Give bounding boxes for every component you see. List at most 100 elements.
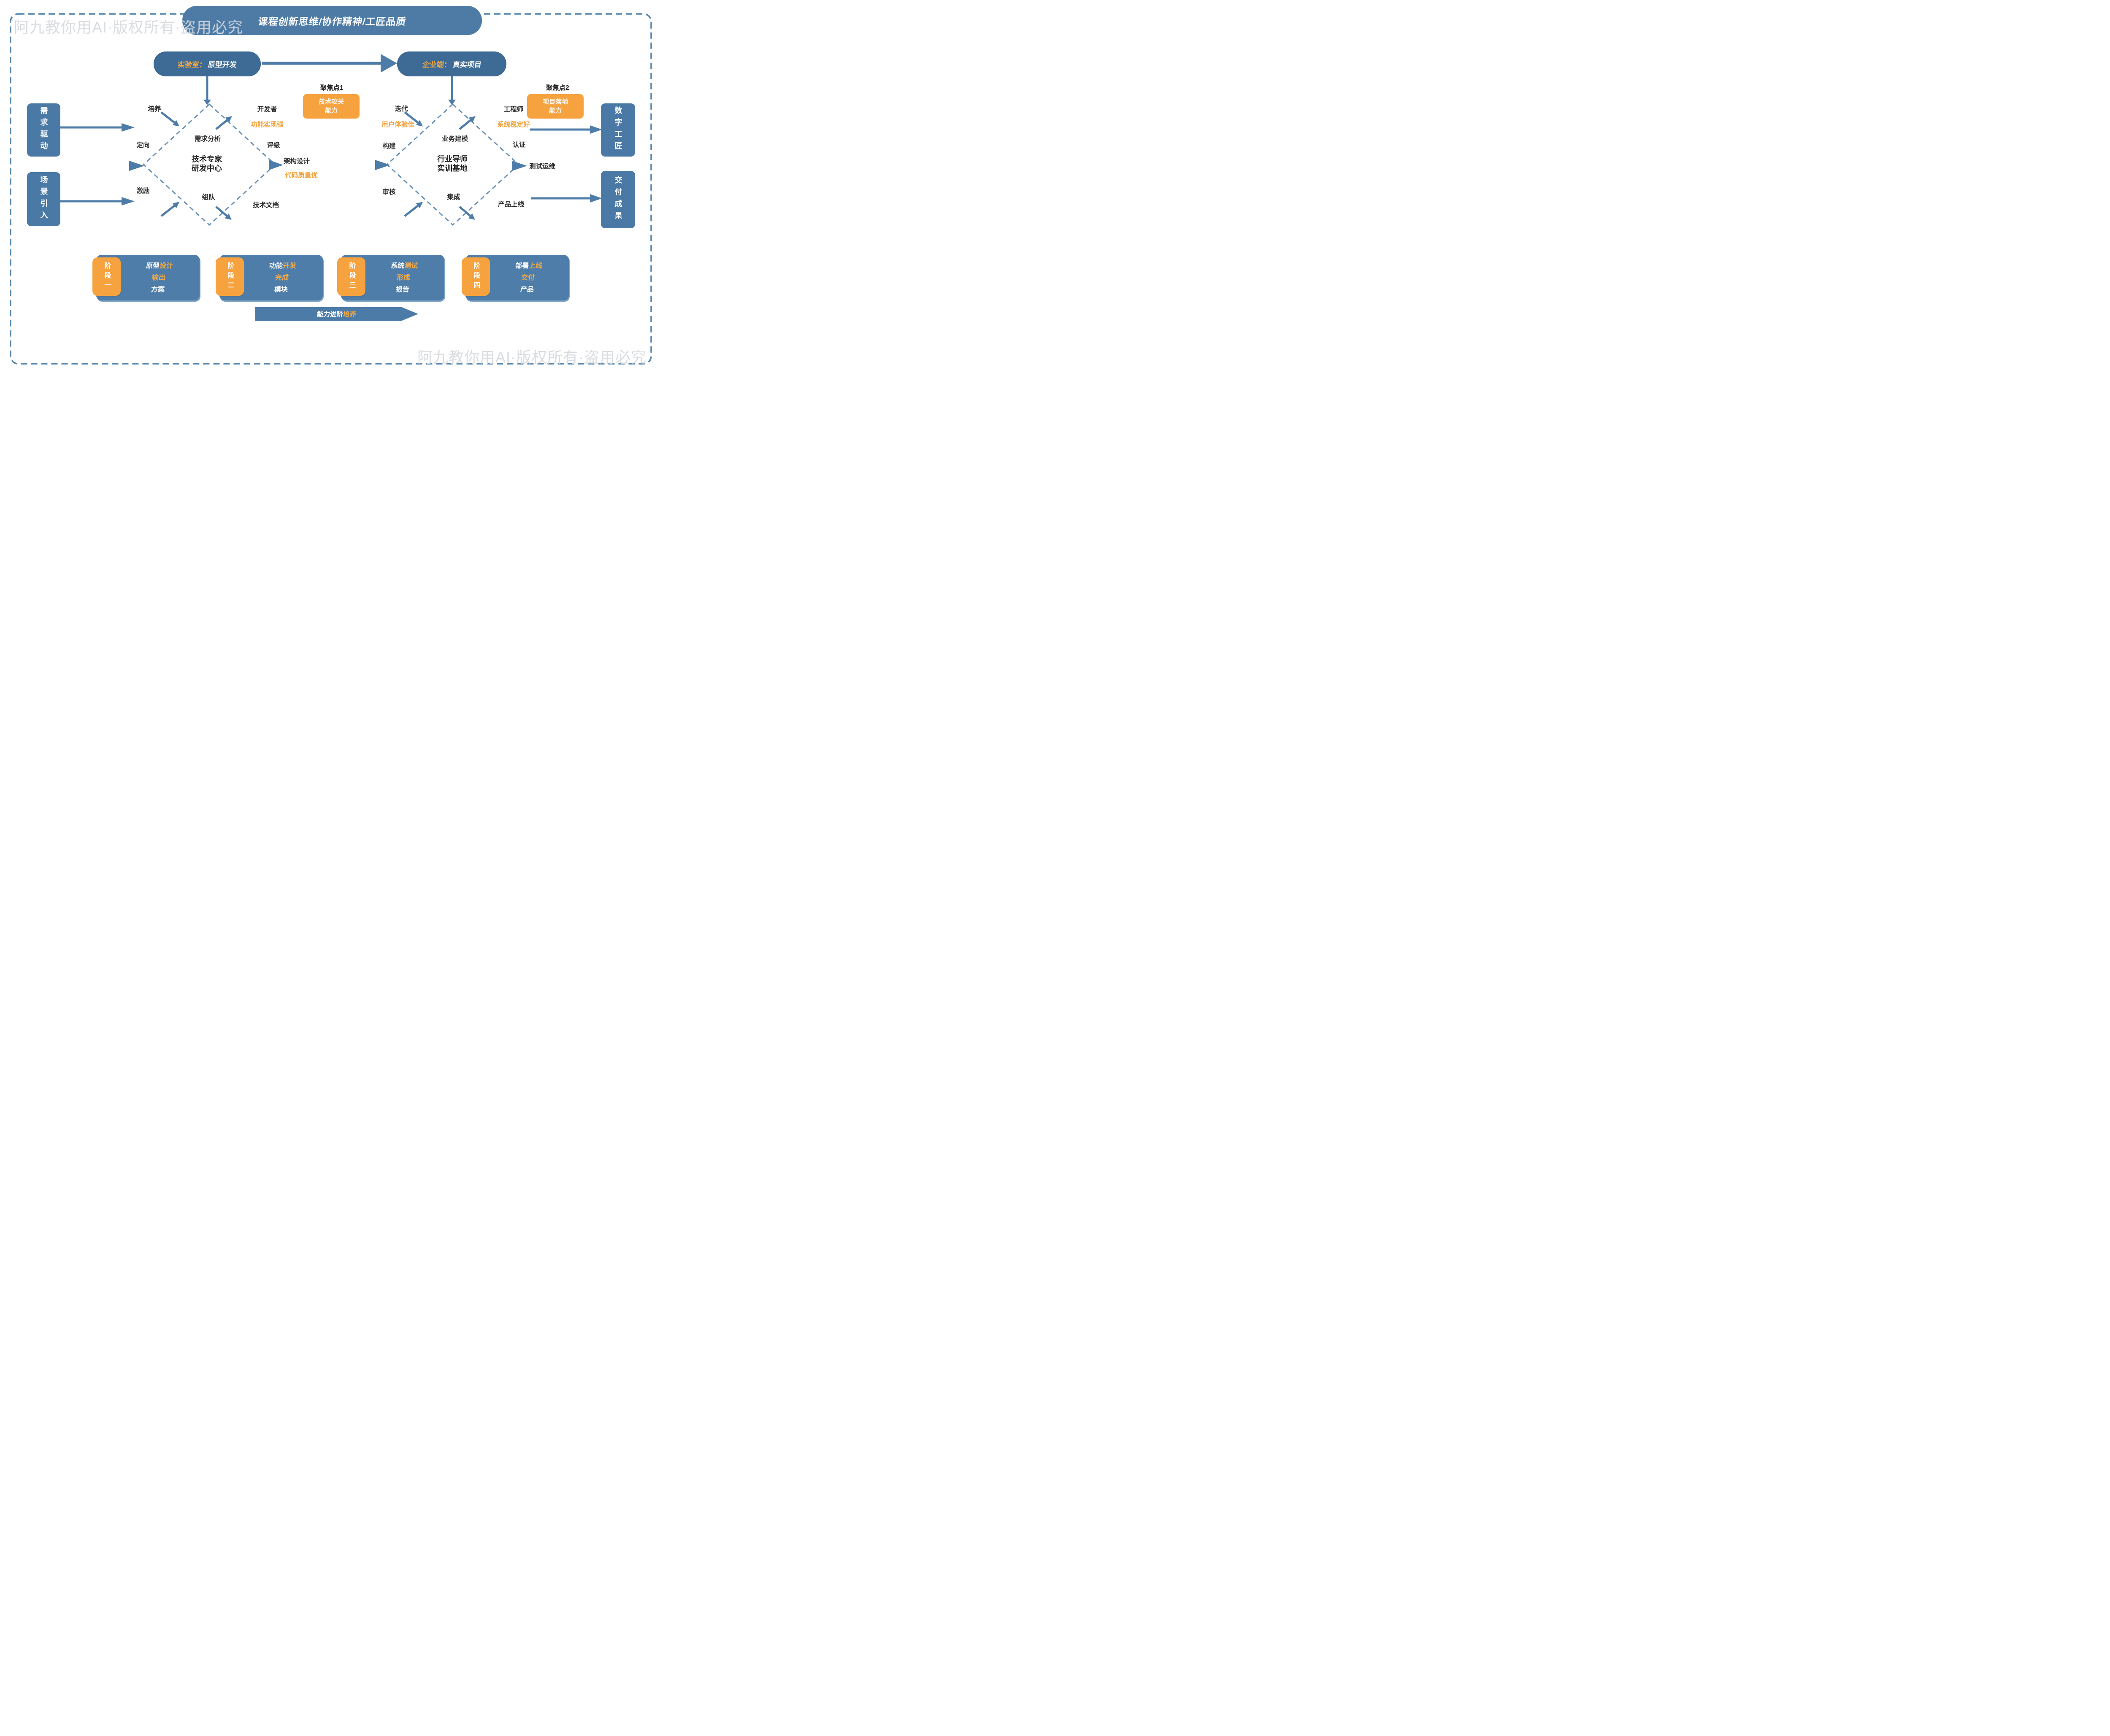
iterate-in-arrow	[404, 111, 423, 127]
label-integration: 集成	[447, 194, 460, 201]
stage1-line3: 方案	[151, 286, 165, 293]
scene-box: 场景引入	[27, 172, 60, 226]
diagram-canvas: 课程创新思维/协作精神/工匠品质 阿九教你用AI·版权所有·盗用必究 阿九教你用…	[0, 0, 662, 378]
techdoc-out-arrow	[215, 206, 232, 220]
stage1-line2: 输出	[151, 274, 166, 281]
left-diamond-core: 技术专家 研发中心	[192, 154, 222, 173]
stage4-line1-orange: 上线	[528, 262, 543, 270]
to-artisan-arrowhead	[590, 125, 602, 134]
label-orient: 定向	[136, 142, 150, 149]
focus2-line2: 能力	[549, 107, 562, 114]
label-certification: 认证	[512, 141, 526, 149]
label-developer: 开发者	[257, 106, 277, 113]
incentive-in-arrow	[160, 202, 180, 217]
left-diamond-entry-arrowhead	[129, 161, 144, 171]
label-build: 构建	[382, 143, 396, 150]
developer-out-arrow	[215, 116, 232, 130]
label-rating: 评级	[267, 142, 280, 149]
stage4-line1-white: 部署	[515, 262, 529, 270]
label-business-modeling: 业务建模	[441, 135, 468, 143]
stage-tab-2: 阶段二	[216, 257, 244, 296]
right-diamond-outline	[386, 103, 520, 226]
label-stability-note: 系统稳定好	[497, 121, 530, 128]
stage3-line1-orange: 测试	[404, 262, 418, 270]
arrow-group	[60, 54, 602, 220]
watermark-bottom-right: 阿九教你用AI·版权所有·盗用必究	[417, 349, 647, 366]
stage2-line3: 模块	[274, 286, 288, 293]
stage-text-1: 原型设计 输出 方案	[124, 258, 194, 297]
to-deliver-arrowhead	[590, 194, 602, 203]
right-diamond-exit-arrowhead	[512, 161, 527, 171]
stage4-line2: 交付	[521, 274, 535, 281]
demand-box-label: 需求驱动	[39, 106, 48, 154]
label-code-quality-note: 代码质量优	[285, 172, 318, 179]
lab-down-arrowhead	[203, 100, 211, 105]
stage3-line3: 报告	[395, 286, 410, 293]
scene-box-label: 场景引入	[39, 176, 48, 223]
focus1-line1: 技术攻关	[318, 98, 344, 105]
lab-pill-prefix: 实验室：	[177, 61, 207, 69]
right-diamond-entry-arrowhead	[375, 160, 390, 170]
label-techdoc: 技术文档	[252, 202, 279, 209]
focus1-title: 聚焦点1	[320, 84, 344, 92]
focus2-line1: 项目落地	[542, 98, 568, 105]
stage-text-3: 系统测试 形成 报告	[368, 258, 438, 297]
stage-tab-1: 阶段一	[92, 257, 121, 296]
lab-pill-label: 原型开发	[207, 61, 237, 69]
launch-out-arrow	[459, 206, 475, 220]
deliver-box: 交付成果	[601, 171, 635, 228]
lab-pill: 实验室： 原型开发	[154, 51, 261, 76]
stage-tab-3: 阶段三	[337, 257, 365, 296]
label-architecture: 架构设计	[283, 158, 310, 165]
cultivate-in-arrow	[160, 111, 180, 127]
progress-label-white: 能力进阶	[316, 311, 344, 318]
label-incentive: 激励	[136, 187, 150, 195]
label-iterate: 迭代	[395, 105, 408, 113]
watermark-top-left: 阿九教你用AI·版权所有·盗用必究	[14, 19, 243, 36]
stage-tab-2-label: 阶段二	[226, 262, 234, 291]
demand-box: 需求驱动	[27, 103, 60, 157]
focus2-box: 项目落地 能力	[527, 94, 584, 119]
stage-tab-4: 阶段四	[462, 257, 490, 296]
enterprise-pill-prefix: 企业端：	[422, 61, 452, 69]
stage2-line1-white: 功能	[269, 262, 283, 270]
artisan-box-label: 数字工匠	[614, 106, 622, 154]
label-review: 审核	[382, 189, 396, 196]
enterprise-pill-label: 真实项目	[452, 61, 482, 69]
demand-arrowhead	[122, 123, 135, 132]
stage-tab-4-label: 阶段四	[472, 262, 480, 291]
left-core-line2: 研发中心	[192, 164, 222, 173]
focus1-line2: 能力	[325, 107, 338, 114]
progress-label-orange: 培养	[342, 311, 357, 318]
label-cultivate: 培养	[148, 105, 161, 113]
enterprise-pill: 企业端： 真实项目	[397, 51, 506, 76]
label-product-launch: 产品上线	[498, 201, 525, 208]
right-core-line2: 实训基地	[437, 164, 468, 173]
outer-dashed-border	[10, 13, 652, 365]
left-core-line1: 技术专家	[192, 155, 222, 163]
review-in-arrow	[404, 202, 423, 217]
focus1-box: 技术攻关 能力	[303, 94, 360, 119]
left-diamond-outline	[142, 103, 276, 226]
lab-to-enterprise-arrowhead	[381, 54, 397, 73]
deliver-box-label: 交付成果	[614, 176, 622, 223]
focus2-title: 聚焦点2	[546, 84, 569, 92]
label-test-ops: 测试运维	[529, 163, 556, 170]
page-title: 课程创新思维/协作精神/工匠品质	[257, 16, 407, 27]
stage-tab-1-label: 阶段一	[103, 262, 111, 291]
stage-tab-3-label: 阶段三	[348, 262, 355, 291]
stage2-line1-orange: 开发	[282, 262, 297, 270]
progress-arrow-banner: 能力进阶培养	[255, 307, 418, 321]
label-ux-note: 用户体验佳	[381, 121, 414, 128]
artisan-box: 数字工匠	[601, 103, 635, 157]
right-diamond-core: 行业导师 实训基地	[437, 154, 468, 173]
diagram-shapes	[10, 13, 652, 365]
label-engineer: 工程师	[503, 106, 524, 113]
left-diamond-exit-arrowhead	[269, 160, 283, 170]
stage4-line3: 产品	[520, 286, 534, 293]
stage3-line2: 形成	[396, 274, 411, 281]
label-team: 组队	[202, 194, 215, 201]
stage-text-2: 功能开发 完成 模块	[247, 258, 317, 297]
label-requirement-analysis: 需求分析	[194, 135, 221, 143]
stage3-line1-white: 系统	[390, 262, 405, 270]
